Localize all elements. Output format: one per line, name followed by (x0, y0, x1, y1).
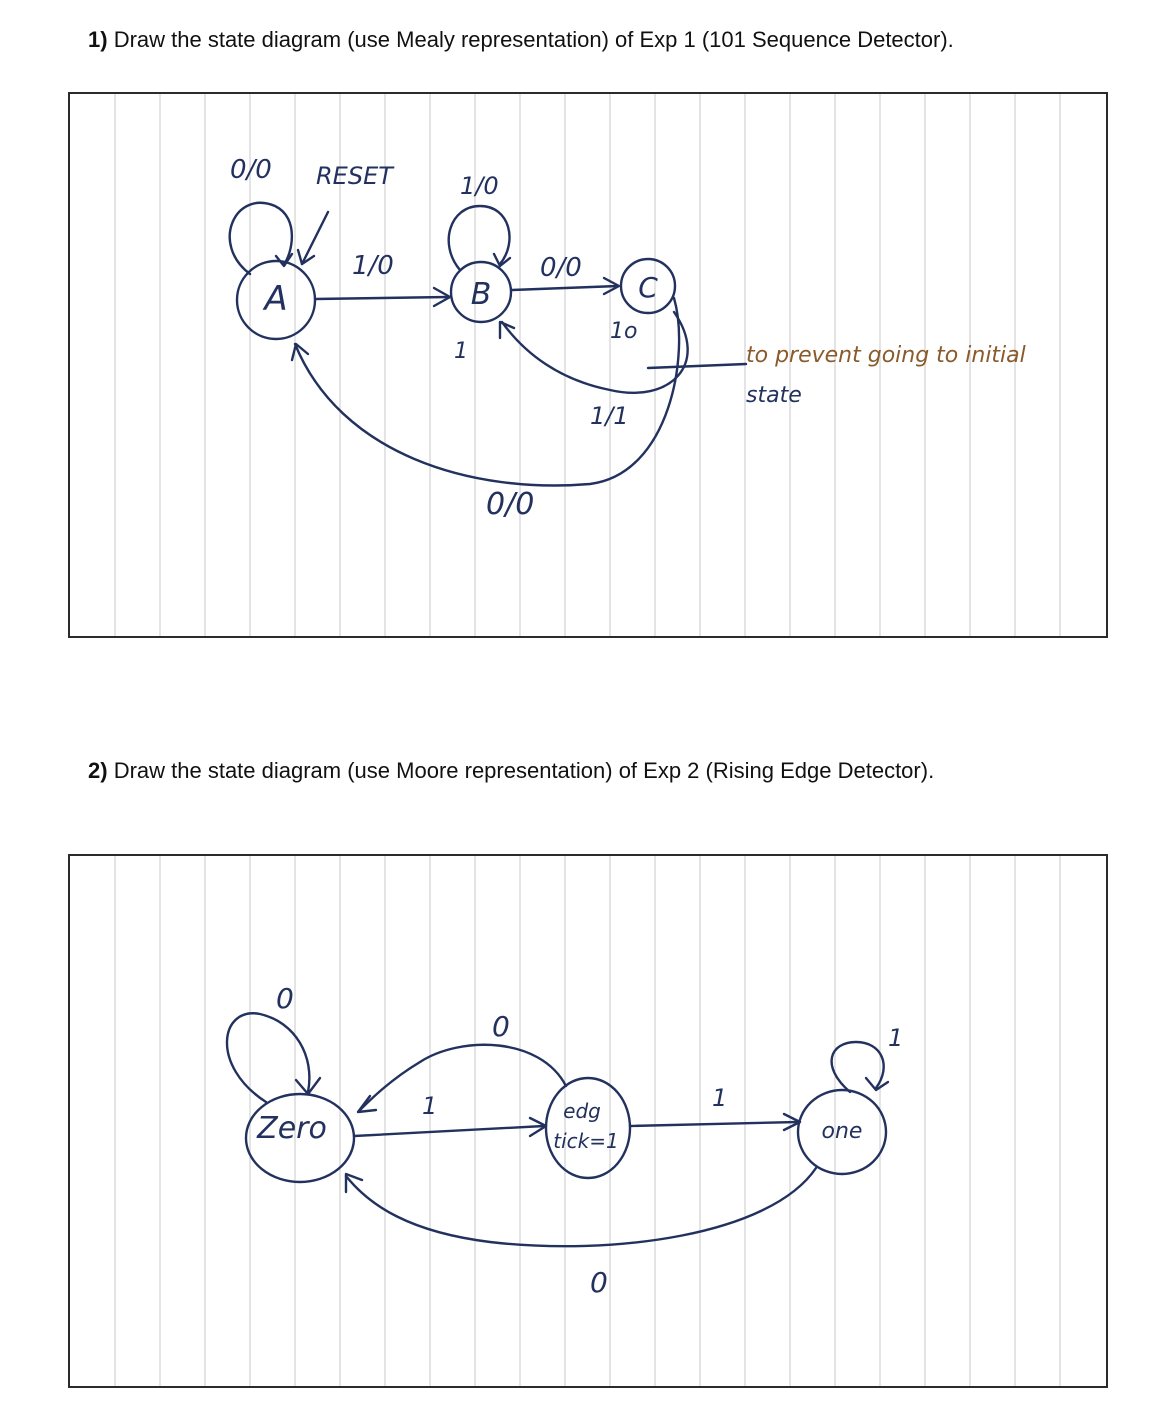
edge-edge-to-one-arrowhead (782, 1112, 802, 1132)
state-one-label: one (822, 1119, 863, 1144)
self-loop-a (228, 201, 293, 276)
edge-one-to-zero-arrowhead (344, 1172, 364, 1194)
reset-label: RESET (316, 162, 395, 190)
mealy-diagram-panel: A 0/0 RESET B 1/0 1/0 1 C 0/0 1o 1/1 (68, 92, 1108, 638)
self-loop-b (447, 204, 511, 272)
state-edge-label-line-2: tick=1 (553, 1129, 618, 1153)
note-line-1: to prevent going to initial (746, 343, 1026, 368)
edge-zero-to-edge-label: 1 (422, 1092, 437, 1120)
reset-arrow (300, 210, 330, 266)
self-loop-zero-arrowhead (294, 1076, 322, 1096)
question-2-text: Draw the state diagram (use Moore repres… (113, 758, 935, 783)
state-edge-label-line-1: edg (563, 1099, 601, 1123)
edge-a-to-b-arrowhead (432, 286, 452, 308)
edge-a-to-b-label: 1/0 (352, 251, 394, 281)
note-connector (646, 362, 748, 370)
state-one-node (796, 1088, 888, 1176)
state-a-label: A (262, 279, 287, 319)
edge-zero-to-edge (352, 1124, 546, 1138)
edge-edge-to-zero (358, 1043, 568, 1112)
edge-edge-to-zero-label: 0 (492, 1010, 510, 1043)
edge-c-to-a-label: 0/0 (486, 487, 534, 522)
edge-c-to-b-arrowhead (498, 320, 516, 340)
edge-zero-to-edge-arrowhead (528, 1116, 548, 1138)
question-2: 2) Draw the state diagram (use Moore rep… (88, 757, 934, 785)
edge-c-to-b (500, 310, 689, 395)
mealy-diagram: A 0/0 RESET B 1/0 1/0 1 C 0/0 1o 1/1 (114, 94, 1061, 636)
question-1: 1) Draw the state diagram (use Mealy rep… (88, 26, 954, 54)
edge-c-to-a (293, 296, 681, 487)
edge-b-to-c-arrowhead (602, 276, 621, 296)
self-loop-b-arrowhead (492, 252, 512, 268)
moore-diagram-panel: Zero 0 edg tick=1 1 0 one 1 1 0 (68, 854, 1108, 1388)
state-b-label: B (471, 277, 492, 312)
state-c-node (619, 257, 677, 315)
self-loop-a-arrowhead (274, 252, 294, 268)
edge-one-to-zero-label: 0 (590, 1266, 608, 1299)
self-loop-zero-label: 0 (276, 982, 294, 1015)
question-2-number: 2) (88, 758, 108, 783)
self-loop-a-label: 0/0 (230, 155, 272, 185)
question-1-number: 1) (88, 27, 108, 52)
edge-b-to-c-label: 0/0 (540, 253, 582, 283)
edge-c-to-a-arrowhead (290, 342, 310, 362)
state-zero-label: Zero (256, 1111, 327, 1146)
edge-edge-to-one-label: 1 (712, 1084, 727, 1112)
edge-b-to-c (510, 284, 620, 292)
edge-a-to-b (313, 295, 450, 301)
self-loop-one-arrowhead (864, 1076, 890, 1092)
edge-one-to-zero (344, 1166, 818, 1248)
tick-mark-label: 1 (454, 339, 468, 364)
self-loop-b-label: 1/0 (460, 172, 499, 200)
edge-edge-to-one (628, 1120, 800, 1128)
moore-diagram: Zero 0 edg tick=1 1 0 one 1 1 0 (114, 856, 1061, 1386)
self-loop-one-label: 1 (888, 1024, 903, 1052)
state-zero-node (244, 1092, 356, 1184)
self-loop-zero (225, 1012, 311, 1104)
state-c-output-label: 1o (610, 319, 637, 344)
note-line-2: state (746, 383, 802, 408)
state-b-node (449, 260, 513, 324)
question-1-text: Draw the state diagram (use Mealy repres… (113, 27, 954, 52)
reset-arrowhead (296, 248, 316, 266)
ruled-paper-lines-2 (114, 856, 1061, 1386)
self-loop-one (830, 1040, 885, 1094)
state-edge-node (544, 1076, 632, 1180)
state-c-label: C (638, 271, 658, 304)
edge-c-to-b-label: 1/1 (590, 402, 629, 430)
edge-edge-to-zero-arrowhead (356, 1094, 378, 1114)
